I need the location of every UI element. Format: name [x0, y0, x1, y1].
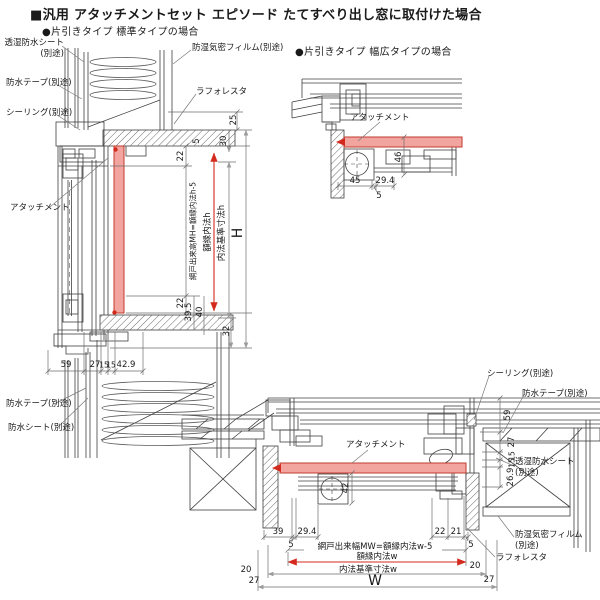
dim-22-bottom-view: 22 — [434, 527, 446, 537]
label-waterproof-sheet-bottom: 防水シート(別途) — [8, 423, 75, 433]
dim-29-4-wide: 29.4 — [375, 176, 395, 186]
left-leader-lines — [49, 45, 197, 428]
label-vapor-film-top: 防湿気密フィルム(別途) — [192, 43, 284, 53]
dim-15-sill-b: 15 — [106, 360, 116, 370]
dim-27-bottom-left-outer: 27 — [248, 576, 260, 586]
label-vapor-film-bottom-view: 防湿気密フィルム (別途) — [515, 530, 583, 551]
dim-45: 45 — [349, 176, 361, 186]
bottom-section-drawing — [181, 397, 600, 552]
label-attachment-wide: アタッチメント — [350, 113, 410, 123]
label-waterproof-tape-bottom-view: 防水テープ(別途) — [522, 389, 588, 399]
dim-25: 25 — [229, 114, 239, 126]
page-title: ■汎用 アタッチメントセット エピソード たてすべり出し窓に取付けた場合 — [30, 8, 482, 23]
dim-32: 32 — [222, 325, 232, 337]
left-dimension-lines — [45, 109, 252, 375]
dim-29-4-bottom: 29.4 — [297, 527, 317, 537]
head-hatch — [102, 129, 236, 147]
dim-standard-height: 内法基準寸法h — [217, 204, 227, 262]
dim-5-wide: 5 — [376, 191, 382, 201]
wide-dimension-lines — [335, 121, 407, 193]
bottom-leader-lines — [351, 375, 525, 558]
attachment-highlight-bottom — [272, 462, 467, 474]
left-section-drawing — [53, 48, 236, 458]
label-attachment-left: アタッチメント — [10, 203, 70, 213]
dim-15-bottom-b: 15 — [507, 458, 517, 468]
dim-20-left: 20 — [240, 565, 252, 575]
dim-27-bottom-right-outer: 27 — [483, 575, 495, 585]
dim-39-5: 39.5 — [184, 302, 194, 322]
dim-46: 46 — [394, 151, 404, 163]
bottom-wall-hatch-right — [465, 472, 480, 531]
dim-15-sill-a: 15 — [99, 360, 109, 370]
dim-30: 30 — [219, 135, 229, 147]
dim-22-top: 22 — [176, 150, 186, 162]
dim-26-9: 26.9 — [506, 467, 516, 487]
dim-screen-width: 網戸出来幅MW=額縁内法w-5 — [317, 542, 433, 552]
label-waterproof-tape-top: 防水テープ(別途) — [6, 78, 72, 88]
dim-frame-inner-width: 額縁内法w — [356, 552, 398, 562]
dim-40: 40 — [195, 306, 205, 318]
dim-frame-inner-height: 額縁内法h — [203, 212, 213, 252]
dim-42: 42 — [341, 482, 351, 494]
dim-59-left: 59 — [60, 360, 72, 370]
dim-39: 39 — [272, 527, 284, 537]
attachment-highlight-wide — [336, 136, 463, 148]
dim-total-height: H — [230, 227, 246, 239]
dim-20-right: 20 — [469, 561, 481, 571]
dim-total-width: W — [368, 573, 382, 589]
subtitle-standard-type: ●片引きタイプ 標準タイプの場合 — [42, 27, 199, 38]
label-waterproof-tape-bottom: 防水テープ(別途) — [6, 399, 72, 409]
label-sealing-bottom: シーリング(別途) — [487, 369, 554, 379]
dim-27-sill: 27 — [89, 360, 101, 370]
label-laforesta-bottom: ラフォレスタ — [496, 553, 548, 563]
dim-21: 21 — [450, 527, 462, 537]
dim-screen-height: 網戸出来高MH=額縁内法h-5 — [188, 181, 198, 281]
label-attachment-bottom: アタッチメント — [346, 440, 406, 450]
dim-42-9: 42.9 — [116, 360, 136, 370]
attachment-highlight-left — [112, 145, 125, 315]
subtitle-wide-type: ●片引きタイプ 幅広タイプの場合 — [295, 47, 452, 58]
insulation-bottom — [101, 381, 215, 446]
dim-59-bottom: 59 — [503, 409, 513, 421]
dim-5-bottom-left: 5 — [288, 540, 294, 550]
dim-5-top: 5 — [192, 138, 202, 144]
bottom-wall-hatch-left — [262, 445, 279, 529]
sill-hatch — [99, 314, 234, 331]
dim-5-bottom-right: 5 — [468, 540, 474, 550]
sealing-hatch — [466, 413, 477, 427]
label-moisture-sheet-bottom-view: 透湿防水シート (別途) — [515, 457, 575, 478]
label-sealing-left: シーリング(別途) — [6, 108, 73, 118]
label-moisture-sheet-top: 透湿防水シート (別途) — [4, 38, 64, 59]
dim-standard-width: 内法基準寸法w — [339, 565, 397, 575]
wide-type-drawing — [291, 78, 462, 199]
insulation-top — [89, 57, 157, 100]
dim-27-bottom-right: 27 — [507, 436, 517, 448]
label-laforesta-left: ラフォレスタ — [196, 87, 248, 97]
